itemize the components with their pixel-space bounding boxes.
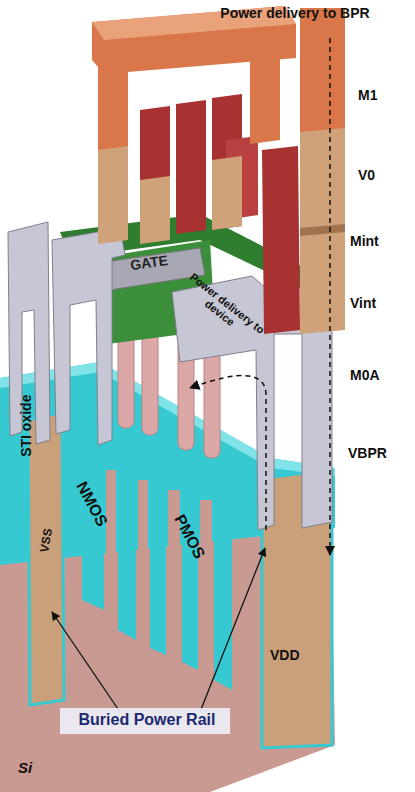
part-label: Power delivery to BPR (220, 6, 370, 21)
v0-leg (98, 146, 128, 244)
part-label: Mint (350, 234, 410, 249)
part-label: Si (18, 760, 48, 777)
part-label: M0A (350, 368, 410, 383)
v0-mint-column (300, 128, 345, 334)
fins (82, 430, 232, 690)
part-label: VBPR (348, 446, 412, 461)
part-label: M1 (358, 88, 408, 103)
leader-arrow (52, 612, 120, 712)
part-label: STI oxide (19, 381, 34, 471)
part-label: VDD (270, 648, 320, 663)
m1-column (300, 8, 345, 136)
fin-gaps (106, 470, 212, 680)
leader-arrow (200, 548, 265, 712)
power-flow-arrow (329, 38, 331, 555)
vint-column (262, 146, 300, 334)
mint-comb (140, 94, 258, 244)
part-label: Buried Power Rail (62, 711, 232, 729)
m1-leg (250, 48, 280, 144)
m1-leg (98, 62, 128, 154)
power-flow-arrow (190, 376, 266, 530)
part-label: V0 (358, 168, 408, 183)
layer-seam (300, 224, 345, 236)
part-label: Vint (350, 296, 410, 311)
